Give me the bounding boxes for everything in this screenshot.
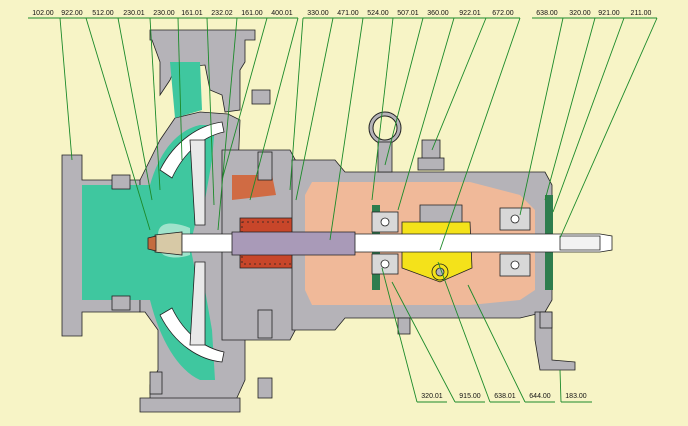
label-512-00: 512.00: [92, 10, 114, 17]
vent-plug: [417, 139, 445, 171]
bottom-label-group: 320.01 915.00 638.01 644.00 183.00: [421, 393, 587, 400]
label-672-00: 672.00: [492, 10, 514, 17]
impeller: [147, 121, 225, 363]
label-232-02: 232.02: [211, 10, 233, 17]
shaft: [181, 231, 613, 256]
lifting-eye: [368, 111, 402, 173]
label-471-00: 471.00: [337, 10, 359, 17]
top-leader-lines: [28, 17, 658, 251]
label-922-00: 922.00: [61, 10, 83, 17]
label-183-00: 183.00: [565, 393, 587, 400]
label-524-00: 524.00: [367, 10, 389, 17]
label-922-01: 922.01: [459, 10, 481, 17]
label-330-00: 330.00: [307, 10, 329, 17]
label-161-01: 161.01: [181, 10, 203, 17]
label-230-01: 230.01: [123, 10, 145, 17]
bearings: [371, 207, 531, 277]
bottom-leader-lines: [381, 261, 592, 403]
label-230-00: 230.00: [153, 10, 175, 17]
label-507-01: 507.01: [397, 10, 419, 17]
bolts: [111, 89, 553, 399]
label-320-01: 320.01: [421, 393, 443, 400]
top-label-group: 102.00 922.00 512.00 230.01 230.00 161.0…: [32, 10, 651, 17]
label-360-00: 360.00: [427, 10, 449, 17]
label-102-00: 102.00: [32, 10, 54, 17]
label-638-00: 638.00: [536, 10, 558, 17]
label-161-00: 161.00: [241, 10, 263, 17]
label-915-00: 915.00: [459, 393, 481, 400]
label-400-01: 400.01: [271, 10, 293, 17]
label-211-00: 211.00: [631, 10, 652, 17]
label-921-00: 921.00: [598, 10, 620, 17]
label-320-00: 320.00: [569, 10, 591, 17]
label-638-01: 638.01: [494, 393, 516, 400]
label-644-00: 644.00: [529, 393, 551, 400]
